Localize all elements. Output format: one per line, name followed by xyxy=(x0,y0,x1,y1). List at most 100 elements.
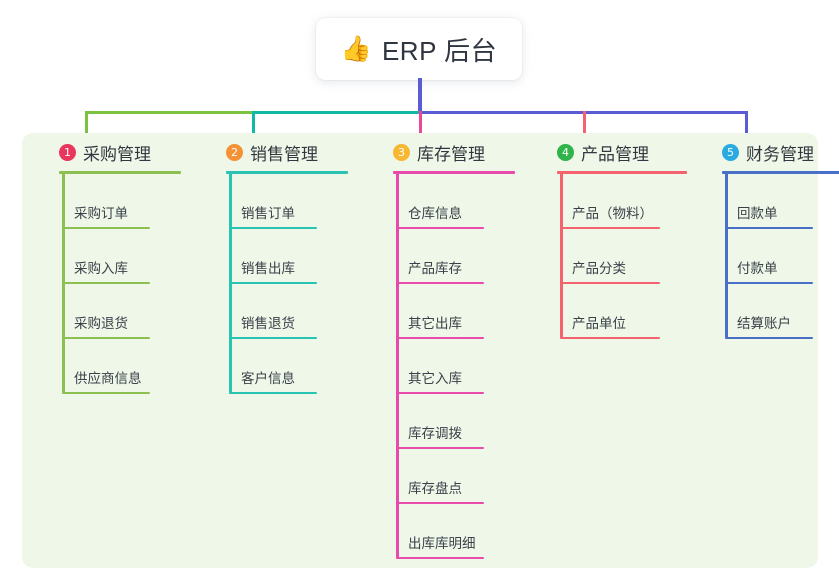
branch-underline xyxy=(557,171,687,174)
branch-item-label: 库存盘点 xyxy=(408,481,462,496)
branch-item[interactable]: 供应商信息 xyxy=(62,339,150,394)
branch-column-5: 5 财务管理回款单付款单结算账户 xyxy=(709,133,839,339)
branch-item-underline xyxy=(560,227,660,229)
branch-item-label: 客户信息 xyxy=(241,371,295,386)
branch-item-underline xyxy=(560,337,660,339)
branch-item-underline xyxy=(229,282,317,284)
branch-item-label: 其它入库 xyxy=(408,371,462,386)
branch-item-label: 仓库信息 xyxy=(408,206,462,221)
branch-item-underline xyxy=(725,227,813,229)
branch-spine xyxy=(725,173,728,338)
branch-underline xyxy=(393,171,515,174)
connector-root-stem xyxy=(418,78,422,114)
root-node-title: ERP 后台 xyxy=(381,35,498,66)
branch-item[interactable]: 库存盘点 xyxy=(396,449,484,504)
branch-column-3: 3 库存管理仓库信息产品库存其它出库其它入库库存调拨库存盘点出库库明细 xyxy=(380,133,550,559)
branch-title: 销售管理 xyxy=(250,144,318,164)
branch-item[interactable]: 产品单位 xyxy=(560,284,660,339)
branch-item-label: 库存调拨 xyxy=(408,426,462,441)
branch-item[interactable]: 其它出库 xyxy=(396,284,484,339)
branch-item-label: 供应商信息 xyxy=(74,371,142,386)
branch-item[interactable]: 采购订单 xyxy=(62,174,150,229)
branch-item-label: 回款单 xyxy=(737,206,778,221)
branch-item-label: 销售订单 xyxy=(241,206,295,221)
branch-item-underline xyxy=(62,337,150,339)
branch-item-underline xyxy=(396,282,484,284)
branch-item[interactable]: 回款单 xyxy=(725,174,813,229)
branch-number-badge: 3 xyxy=(393,143,410,161)
connector-drop-4 xyxy=(583,111,586,145)
branch-header-4[interactable]: 4 产品管理 xyxy=(544,133,724,171)
branch-item-underline xyxy=(396,227,484,229)
branch-item-underline xyxy=(725,282,813,284)
branch-number-badge: 4 xyxy=(557,143,574,161)
connector-bus-segment-1 xyxy=(85,111,253,114)
branch-item-underline xyxy=(62,227,150,229)
branch-item-label: 产品库存 xyxy=(408,261,462,276)
branch-item[interactable]: 库存调拨 xyxy=(396,394,484,449)
branch-item[interactable]: 采购退货 xyxy=(62,284,150,339)
branch-underline xyxy=(226,171,348,174)
branch-item-label: 销售退货 xyxy=(241,316,295,331)
branch-header-5[interactable]: 5 财务管理 xyxy=(709,133,839,171)
branch-item-underline xyxy=(396,557,484,559)
branch-item-label: 采购入库 xyxy=(74,261,128,276)
branch-item-label: 出库库明细 xyxy=(408,536,476,551)
branch-item-label: 其它出库 xyxy=(408,316,462,331)
branch-item[interactable]: 采购入库 xyxy=(62,229,150,284)
root-node[interactable]: 👍 ERP 后台 xyxy=(316,18,522,80)
branch-item[interactable]: 销售订单 xyxy=(229,174,317,229)
branch-title: 库存管理 xyxy=(417,144,485,164)
branch-header-2[interactable]: 2 销售管理 xyxy=(213,133,383,171)
connector-drop-1 xyxy=(85,111,88,145)
branch-spine xyxy=(560,173,563,338)
branch-item-label: 产品（物料） xyxy=(572,206,653,221)
branch-item-label: 采购退货 xyxy=(74,316,128,331)
branch-item-label: 销售出库 xyxy=(241,261,295,276)
branch-item-label: 采购订单 xyxy=(74,206,128,221)
branch-item[interactable]: 客户信息 xyxy=(229,339,317,394)
branch-item[interactable]: 付款单 xyxy=(725,229,813,284)
branch-item-underline xyxy=(560,282,660,284)
branch-item[interactable]: 出库库明细 xyxy=(396,504,484,559)
branch-item-underline xyxy=(229,227,317,229)
branch-item-underline xyxy=(396,447,484,449)
branch-spine xyxy=(396,173,399,558)
connector-drop-2 xyxy=(252,111,255,145)
branch-item-underline xyxy=(396,337,484,339)
branch-number-badge: 1 xyxy=(59,143,76,161)
branch-item[interactable]: 结算账户 xyxy=(725,284,813,339)
branch-header-3[interactable]: 3 库存管理 xyxy=(380,133,550,171)
branch-item-underline xyxy=(62,392,150,394)
branch-item[interactable]: 其它入库 xyxy=(396,339,484,394)
branch-item[interactable]: 产品库存 xyxy=(396,229,484,284)
branch-title: 财务管理 xyxy=(746,144,814,164)
connector-bus-segment-2 xyxy=(252,111,420,114)
branch-number-badge: 5 xyxy=(722,143,739,161)
branch-item[interactable]: 销售出库 xyxy=(229,229,317,284)
connector-drop-5 xyxy=(745,111,748,145)
branch-title: 采购管理 xyxy=(83,144,151,164)
branch-item-underline xyxy=(229,337,317,339)
branch-item-label: 产品分类 xyxy=(572,261,626,276)
branch-underline xyxy=(59,171,181,174)
branch-item-label: 产品单位 xyxy=(572,316,626,331)
branch-column-2: 2 销售管理销售订单销售出库销售退货客户信息 xyxy=(213,133,383,394)
branch-item-label: 结算账户 xyxy=(737,316,791,331)
thumbs-up-icon: 👍 xyxy=(340,34,372,63)
branch-item-underline xyxy=(62,282,150,284)
branch-number-badge: 2 xyxy=(226,143,243,161)
branch-item[interactable]: 销售退货 xyxy=(229,284,317,339)
branch-item-underline xyxy=(396,392,484,394)
branch-item-label: 付款单 xyxy=(737,261,778,276)
branch-item[interactable]: 仓库信息 xyxy=(396,174,484,229)
branch-item[interactable]: 产品分类 xyxy=(560,229,660,284)
branch-item-underline xyxy=(229,392,317,394)
branch-header-1[interactable]: 1 采购管理 xyxy=(46,133,216,171)
connector-drop-3 xyxy=(419,111,422,145)
branch-item[interactable]: 产品（物料） xyxy=(560,174,660,229)
branch-title: 产品管理 xyxy=(581,144,649,164)
branch-column-4: 4 产品管理产品（物料） 产品分类产品单位 xyxy=(544,133,724,339)
branch-item-underline xyxy=(396,502,484,504)
